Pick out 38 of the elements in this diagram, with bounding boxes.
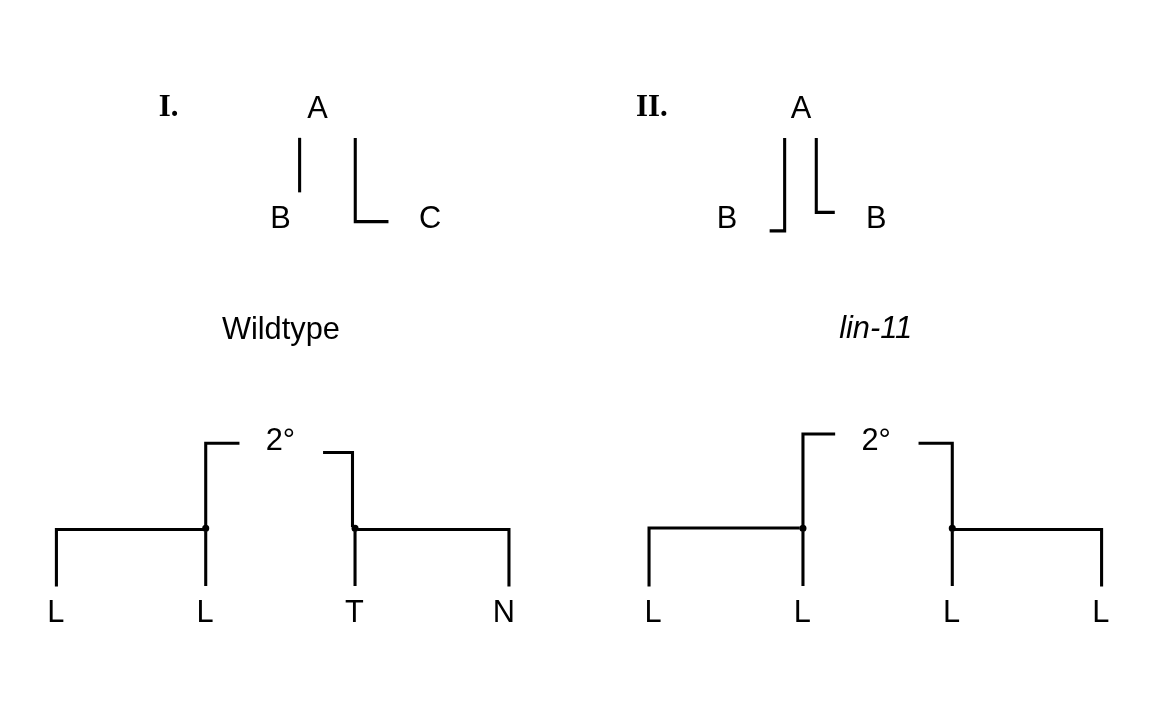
node-text: L bbox=[196, 593, 214, 629]
connector bbox=[801, 531, 805, 587]
node-text: 2° bbox=[265, 422, 296, 458]
node-text: N bbox=[492, 593, 516, 629]
connector bbox=[918, 441, 954, 526]
node-text: 2° bbox=[861, 422, 891, 458]
label: I. bbox=[158, 89, 179, 124]
connector bbox=[954, 527, 1104, 587]
connector bbox=[357, 527, 511, 587]
connector bbox=[647, 526, 800, 587]
connector bbox=[204, 531, 208, 587]
connector bbox=[54, 527, 204, 587]
label: lin-11 bbox=[839, 309, 913, 345]
connector bbox=[801, 432, 836, 526]
node-text: L bbox=[1092, 593, 1110, 629]
node-text: B bbox=[270, 200, 291, 236]
node-text: C bbox=[418, 200, 442, 236]
connector bbox=[298, 137, 302, 193]
node-text: A bbox=[307, 89, 328, 125]
node-text: L bbox=[943, 593, 961, 629]
node-text: T bbox=[345, 593, 364, 629]
connector bbox=[353, 531, 357, 587]
node-text: A bbox=[790, 89, 812, 125]
label: Wildtype bbox=[221, 311, 340, 347]
connector bbox=[323, 450, 355, 527]
label: II. bbox=[635, 89, 668, 124]
node-point bbox=[202, 524, 210, 532]
connector bbox=[353, 138, 389, 224]
node-point bbox=[799, 524, 807, 532]
node-point bbox=[948, 524, 956, 532]
node-text: L bbox=[47, 593, 65, 629]
node-point bbox=[351, 524, 359, 532]
connector bbox=[204, 441, 240, 526]
node-text: B bbox=[716, 200, 738, 236]
connector bbox=[950, 531, 954, 587]
node-text: L bbox=[793, 593, 811, 629]
node-text: B bbox=[866, 200, 887, 236]
node-text: L bbox=[644, 593, 662, 629]
